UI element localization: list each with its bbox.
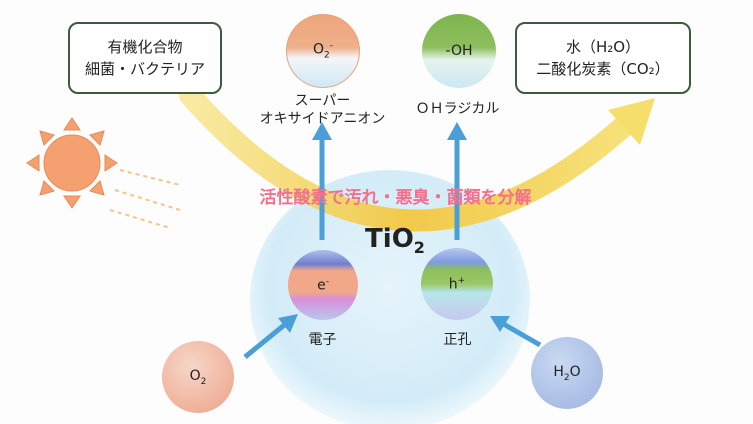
box-line: 水（H₂O） <box>565 38 641 56</box>
oxygen-ball: O2 <box>162 341 234 413</box>
reaction-arc <box>179 84 636 232</box>
electron-symbol: e- <box>317 276 329 294</box>
superoxide-symbol: O2- <box>312 41 333 61</box>
decomposition-banner: 活性酸素で汚れ・悪臭・菌類を分解 <box>259 188 532 208</box>
products-box: 水（H₂O） 二酸化炭素（CO₂） <box>515 22 691 94</box>
box-line: 細菌・バクテリア <box>84 60 205 78</box>
sun-icon <box>26 117 118 209</box>
light-rays <box>109 169 181 229</box>
hole-label: 正孔 <box>443 332 472 348</box>
hole-symbol: h+ <box>448 275 466 293</box>
box-line: 二酸化炭素（CO₂） <box>536 60 670 78</box>
electron-label: 電子 <box>308 332 337 348</box>
oxygen-symbol: O2 <box>189 367 207 387</box>
arrows <box>243 122 542 359</box>
hydroxyl-ball: -OH <box>422 14 496 88</box>
hole-ball: h+ <box>421 248 493 320</box>
arc-arrowhead <box>608 98 655 145</box>
organic-compounds-box: 有機化合物 細菌・バクテリア <box>68 22 222 94</box>
electron-ball: e- <box>288 250 358 320</box>
hydroxyl-symbol: -OH <box>445 43 473 59</box>
water-symbol: H2O <box>553 363 581 383</box>
hydroxyl-label: ＯＨラジカル <box>415 101 500 117</box>
water-ball: H2O <box>531 337 603 409</box>
superoxide-ball: O2- <box>286 14 360 88</box>
tio2-label: TiO2 <box>365 224 425 258</box>
superoxide-label: スーパーオキサイドアニオン <box>259 93 386 127</box>
box-line: 有機化合物 <box>107 38 183 56</box>
